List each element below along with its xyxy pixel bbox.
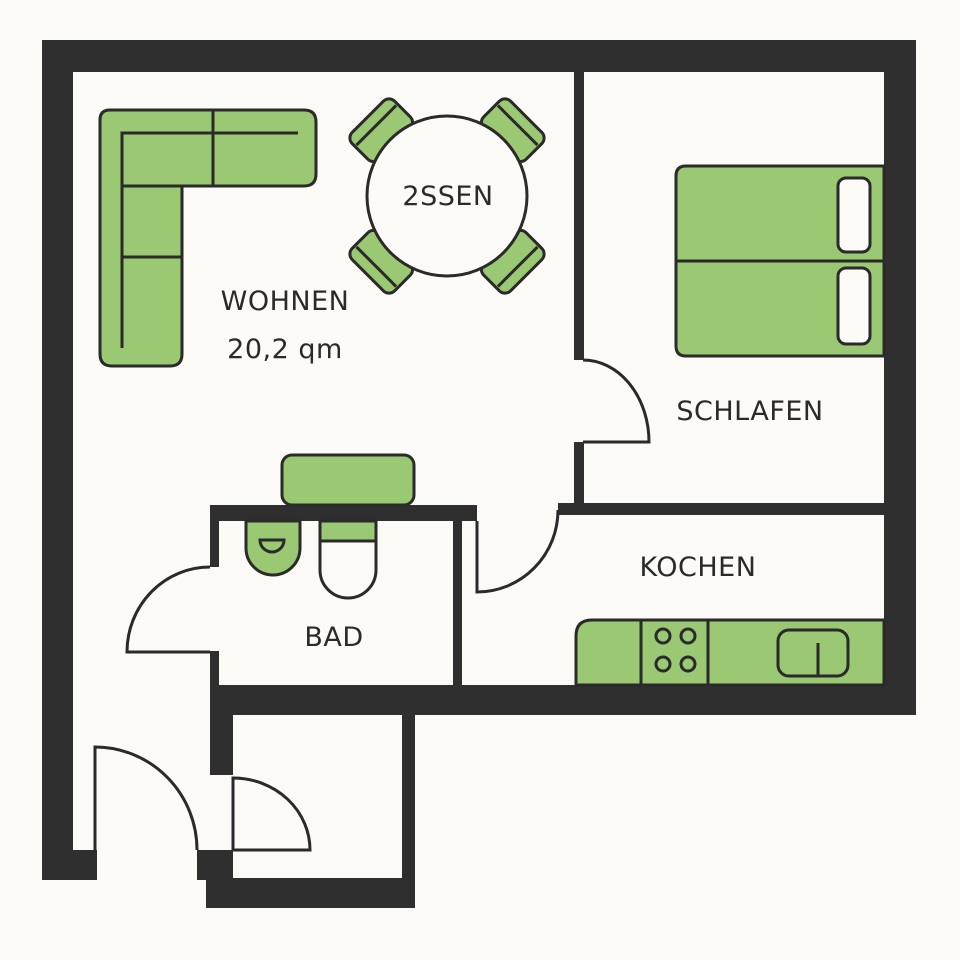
room-area-wohnen: 20,2 qm bbox=[227, 334, 343, 365]
doors bbox=[93, 358, 651, 852]
wall-bath-left-lower bbox=[210, 651, 219, 691]
bath-fixtures bbox=[244, 519, 378, 600]
room-label-bad: BAD bbox=[304, 622, 363, 653]
room-label-essen: 2SSEN bbox=[402, 181, 493, 212]
wall-top bbox=[42, 40, 916, 72]
bench bbox=[280, 453, 416, 507]
wall-left bbox=[42, 40, 73, 880]
kitchen-counter bbox=[574, 618, 886, 687]
kitchen-door[interactable] bbox=[475, 509, 560, 594]
room-label-schlafen: SCHLAFEN bbox=[676, 396, 823, 427]
wall-bedroom-lower bbox=[574, 442, 584, 515]
wall-hall-left bbox=[210, 685, 233, 775]
room-label-kochen: KOCHEN bbox=[640, 552, 757, 583]
wall-bath-left-upper bbox=[210, 505, 219, 567]
stove-icon bbox=[654, 627, 697, 673]
wall-bath-top bbox=[210, 505, 477, 521]
wall-kitchen-bedroom bbox=[558, 503, 884, 515]
room-label-wohnen: WOHNEN bbox=[221, 286, 350, 317]
pillow bbox=[836, 266, 872, 346]
bath-door[interactable] bbox=[125, 565, 211, 654]
wall-bottom bbox=[210, 685, 916, 715]
wall-entry-stub-left bbox=[42, 850, 97, 880]
wall-hall-bottom bbox=[206, 878, 415, 908]
hall-door[interactable] bbox=[231, 776, 312, 852]
bed bbox=[674, 164, 886, 358]
pillow bbox=[836, 176, 872, 254]
wall-hall-right bbox=[402, 715, 415, 908]
sink-icon bbox=[776, 628, 850, 678]
wall-hall-stub bbox=[197, 850, 233, 880]
wall-bath-right bbox=[453, 521, 462, 691]
dining-table bbox=[348, 97, 546, 295]
entry-door[interactable] bbox=[93, 745, 199, 851]
sofa bbox=[98, 108, 318, 368]
bedroom-door[interactable] bbox=[582, 358, 651, 444]
walls bbox=[42, 40, 916, 908]
wall-bedroom-upper bbox=[574, 72, 584, 360]
wall-right bbox=[884, 40, 916, 715]
